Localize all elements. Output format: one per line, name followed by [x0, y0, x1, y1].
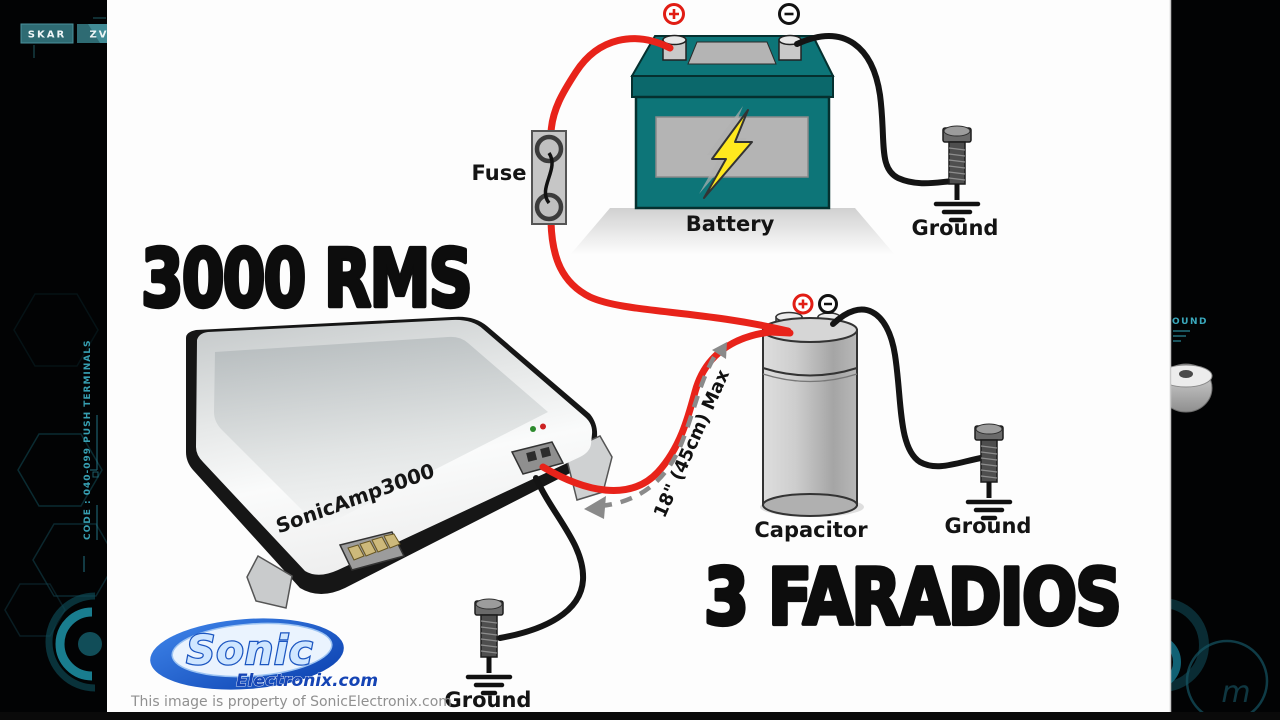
ground-wire-capacitor: [830, 306, 989, 470]
headline-3000-rms: 3000 RMS: [141, 232, 471, 325]
ground-label-battery: Ground: [912, 216, 999, 240]
tab-bar: SKAR ZV: [20, 23, 115, 44]
amp-speaker-terminals: [338, 531, 406, 571]
positive-wire-battery-to-capacitor: [547, 35, 792, 335]
ground-label-capacitor: Ground: [945, 514, 1032, 538]
plus-icon: [663, 3, 685, 25]
battery-negative-terminal: [778, 34, 802, 61]
ground-wire-amp: [497, 475, 587, 641]
fuse-label: Fuse: [472, 161, 527, 185]
amp-recessed-panel: [214, 336, 548, 528]
bottom-strip: [0, 712, 1280, 720]
minus-icon: [778, 3, 800, 25]
tab-skar[interactable]: [20, 23, 74, 44]
plus-icon: [792, 293, 814, 315]
logo-word: Sonic: [186, 628, 313, 674]
left-frame-decor: [4, 17, 118, 692]
minus-icon: [818, 294, 838, 314]
left-vertical-code-text: CODE : 040-099 PUSH TERMINALS: [83, 340, 93, 540]
tab-zv-label[interactable]: ZV: [90, 30, 109, 41]
right-edge-ground-text: OUND: [1172, 317, 1208, 327]
battery-label: Battery: [686, 212, 775, 236]
arrowhead-right-icon: [712, 342, 727, 359]
headline-3-faradios: 3 FARADIOS: [704, 552, 1120, 642]
lightning-bolt-icon: [699, 106, 753, 199]
watermark-ring: [1185, 639, 1269, 720]
fuse-element: [543, 152, 554, 205]
watermark-letter: m: [1221, 675, 1250, 710]
protect-led-icon: [540, 423, 546, 430]
logo-domain: Electronix.com: [236, 671, 378, 691]
amp-power-terminal: [510, 441, 565, 475]
power-led-icon: [530, 426, 536, 432]
tab-skar-label[interactable]: SKAR: [28, 30, 66, 41]
fuse-holder: [531, 130, 567, 225]
battery: [570, 3, 895, 255]
sonic-electronix-logo: Sonic Electronix.com: [150, 618, 378, 691]
distance-arrow: [584, 342, 727, 519]
capacitor-label: Capacitor: [754, 518, 868, 542]
terminal-knob-photo: [1159, 363, 1213, 413]
ground-wire-battery: [794, 33, 957, 187]
arrowhead-left-icon: [584, 496, 606, 519]
ground-label-amp: Ground: [445, 688, 532, 712]
property-notice: This image is property of SonicElectroni…: [130, 694, 452, 710]
amplifier: SonicAmp3000: [186, 316, 613, 609]
amp-left-foot: [246, 554, 293, 609]
battery-shadow: [570, 208, 895, 255]
capacitor-body: [762, 329, 858, 506]
